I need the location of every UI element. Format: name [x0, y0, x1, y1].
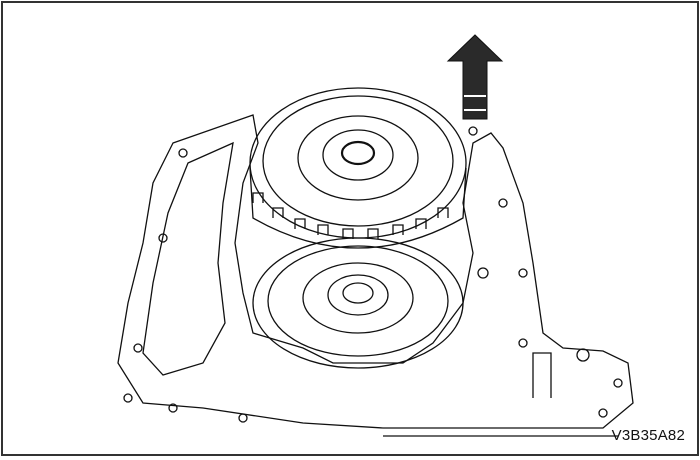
gear-teeth — [252, 192, 449, 239]
transmission-diagram — [117, 34, 634, 437]
output-shaft — [532, 352, 552, 398]
case-outline — [117, 114, 634, 429]
up-arrow-icon — [446, 34, 504, 120]
upper-clutch-drum — [249, 87, 467, 239]
figure-code-label: V3B35A82 — [611, 427, 685, 444]
case-inner — [142, 141, 234, 376]
